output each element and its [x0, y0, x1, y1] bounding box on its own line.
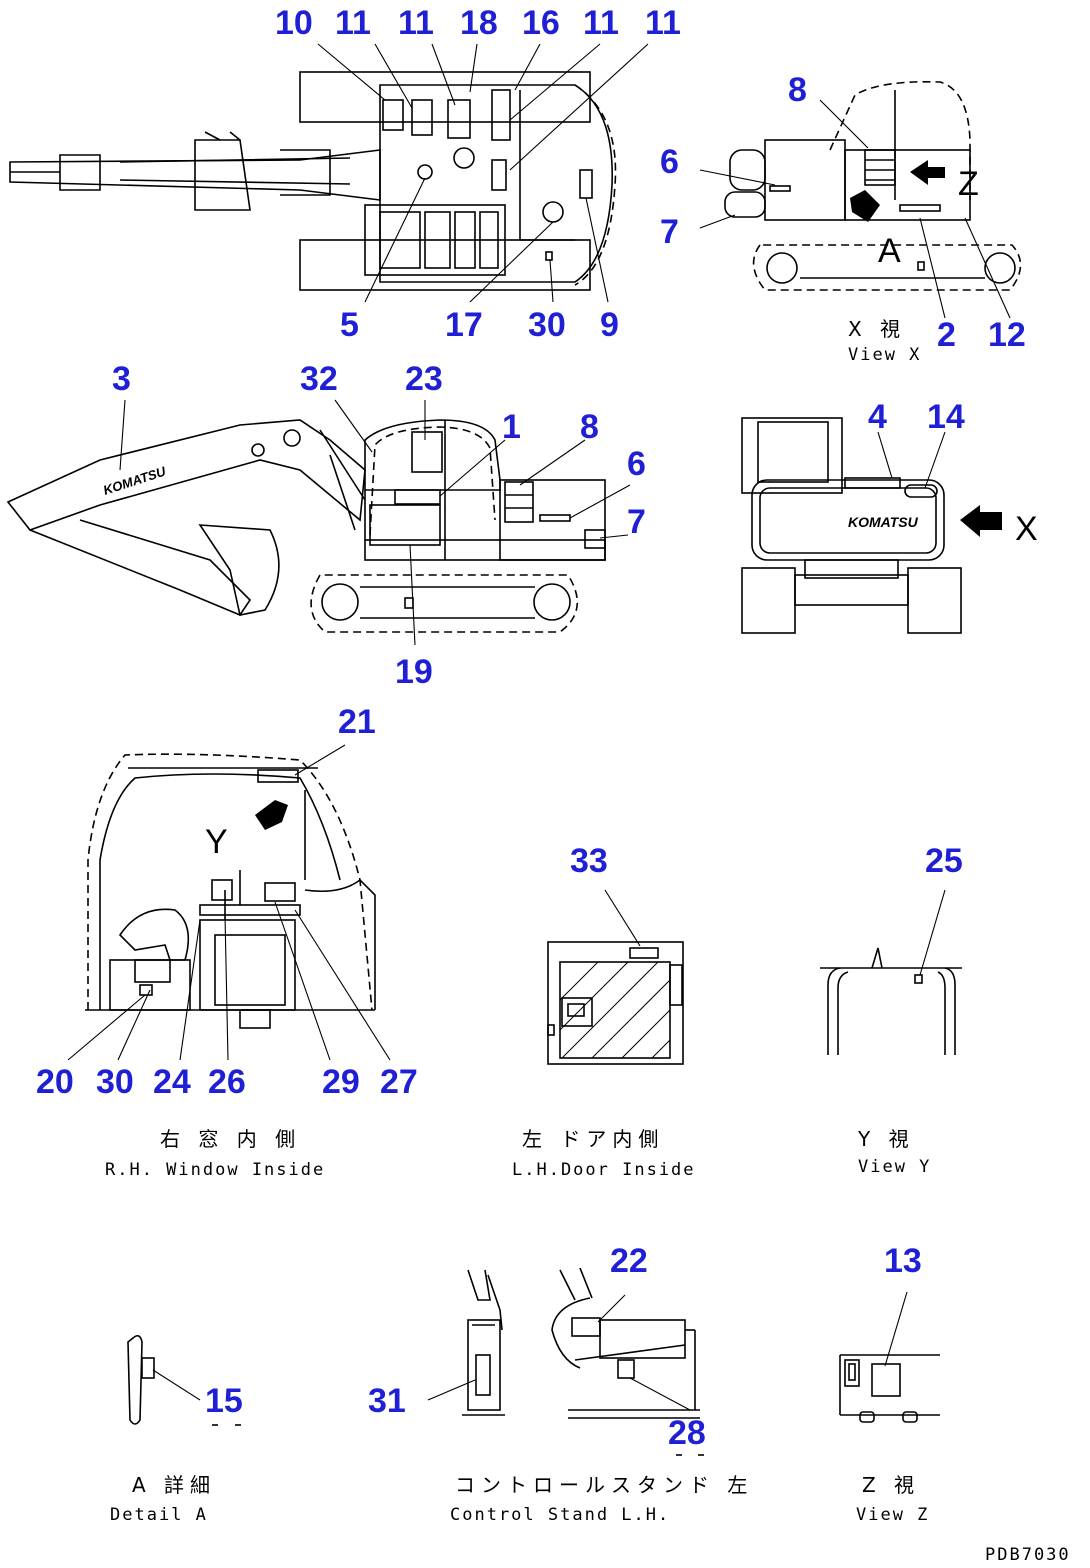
callout-21: 21: [338, 703, 376, 741]
label-x: X: [1015, 510, 1038, 548]
detail-a-callouts: 15 A 詳細 Detail A: [110, 1382, 243, 1525]
view-y-caption-jp: Y 視: [857, 1127, 915, 1151]
arrow-x-icon: [960, 505, 1002, 537]
callout-7: 7: [627, 503, 646, 541]
window-inside-view: [67, 744, 391, 1061]
window-caption-jp: 右 窓 内 側: [160, 1127, 301, 1151]
view-x-caption-jp: X 視: [848, 317, 906, 341]
callout-11: 11: [398, 4, 434, 42]
side-view-boom: [6, 419, 366, 531]
window-caption-en: R.H. Window Inside: [105, 1160, 325, 1180]
callout-16: 16: [522, 4, 560, 42]
callout-14: 14: [927, 398, 965, 436]
callout-8: 8: [788, 71, 807, 109]
arrow-a-icon: [850, 190, 880, 222]
side-view: KOMATSU: [6, 399, 631, 646]
callout-28: 28: [668, 1414, 706, 1452]
view-x-callouts: 8 6 7 2 12 Z A X 視 View X: [660, 71, 1026, 365]
callout-12: 12: [988, 316, 1026, 354]
top-view: [9, 71, 617, 291]
drawing-number: PDB7030: [985, 1545, 1071, 1565]
callout-19: 19: [395, 653, 433, 691]
callout-11: 11: [583, 4, 619, 42]
view-z-callouts: 13 Z 視 View Z: [856, 1242, 929, 1525]
callout-1: 1: [502, 408, 521, 446]
callout-22: 22: [610, 1242, 648, 1280]
view-z-caption-jp: Z 視: [862, 1473, 920, 1497]
side-view-cab: [364, 419, 501, 540]
svg-text:KOMATSU: KOMATSU: [101, 463, 168, 497]
callout-4: 4: [868, 398, 887, 436]
callout-33: 33: [570, 842, 608, 880]
view-x-caption-en: View X: [848, 345, 921, 365]
arrow-z-icon: [910, 160, 945, 185]
detail-a-caption-jp: A 詳細: [132, 1473, 216, 1497]
callout-7: 7: [660, 213, 679, 251]
arrow-y-icon: [255, 800, 288, 830]
rear-view-callouts: 4 14 X: [868, 398, 1038, 548]
top-view-revolving-frame: [379, 84, 613, 283]
door-inside-callouts: 33 左 ドア内側 L.H.Door Inside: [512, 842, 696, 1180]
label-y: Y: [205, 823, 228, 861]
callout-2: 2: [937, 316, 956, 354]
callout-17: 17: [445, 306, 483, 344]
view-y: [820, 889, 962, 1055]
top-view-leaders: [317, 43, 649, 303]
callout-5: 5: [340, 306, 359, 344]
callout-27: 27: [380, 1063, 418, 1101]
callout-29: 29: [322, 1063, 360, 1101]
door-caption-en: L.H.Door Inside: [512, 1160, 696, 1180]
callout-20: 20: [36, 1063, 74, 1101]
control-stand-caption-jp: コントロールスタンド 左: [455, 1473, 753, 1497]
rear-view: KOMATSU: [741, 417, 1002, 634]
view-z: [839, 1291, 940, 1423]
label-z: Z: [958, 165, 979, 203]
callout-6: 6: [660, 143, 679, 181]
callout-9: 9: [600, 306, 619, 344]
callout-23: 23: [405, 360, 443, 398]
callout-6: 6: [627, 445, 646, 483]
window-inside-callouts: 21 20 30 24 26 29 27 Y 右 窓 内 側 R.H. Wind…: [36, 703, 418, 1180]
callout-31: 31: [368, 1382, 406, 1420]
callout-24: 24: [153, 1063, 191, 1101]
callout-18: 18: [460, 4, 498, 42]
control-stand-view: [427, 1267, 704, 1456]
view-y-callouts: 25 Y 視 View Y: [857, 842, 963, 1177]
rear-view-cab: [741, 417, 843, 494]
door-inside-view: [547, 889, 684, 1065]
callout-8: 8: [580, 408, 599, 446]
side-view-bucket: [198, 524, 280, 616]
callout-13: 13: [884, 1242, 922, 1280]
side-view-callouts: 3 32 23 1 8 6 7 19: [112, 360, 646, 691]
control-stand-callouts: 31 22 28 コントロールスタンド 左 Control Stand L.H.: [368, 1242, 753, 1525]
top-view-callouts: 10 11 11 18 16 11 11 5 17 30 9: [275, 4, 681, 344]
svg-text:KOMATSU: KOMATSU: [848, 514, 919, 530]
callout-25: 25: [925, 842, 963, 880]
view-x-side: [699, 80, 1022, 319]
door-caption-jp: 左 ドア内側: [522, 1127, 664, 1151]
top-view-track-lower: [299, 239, 591, 291]
callout-10: 10: [275, 4, 313, 42]
detail-a: [127, 1334, 241, 1426]
callout-3: 3: [112, 360, 131, 398]
callout-30: 30: [528, 306, 566, 344]
callout-30: 30: [96, 1063, 134, 1101]
label-a: A: [878, 232, 901, 270]
callout-15: 15: [205, 1382, 243, 1420]
control-stand-caption-en: Control Stand L.H.: [450, 1505, 670, 1525]
callout-26: 26: [208, 1063, 246, 1101]
detail-a-caption-en: Detail A: [110, 1505, 208, 1525]
callout-11: 11: [335, 4, 371, 42]
view-z-caption-en: View Z: [856, 1505, 929, 1525]
top-view-boom: [9, 149, 381, 201]
callout-32: 32: [300, 360, 338, 398]
view-y-caption-en: View Y: [858, 1157, 931, 1177]
callout-11: 11: [645, 4, 681, 42]
